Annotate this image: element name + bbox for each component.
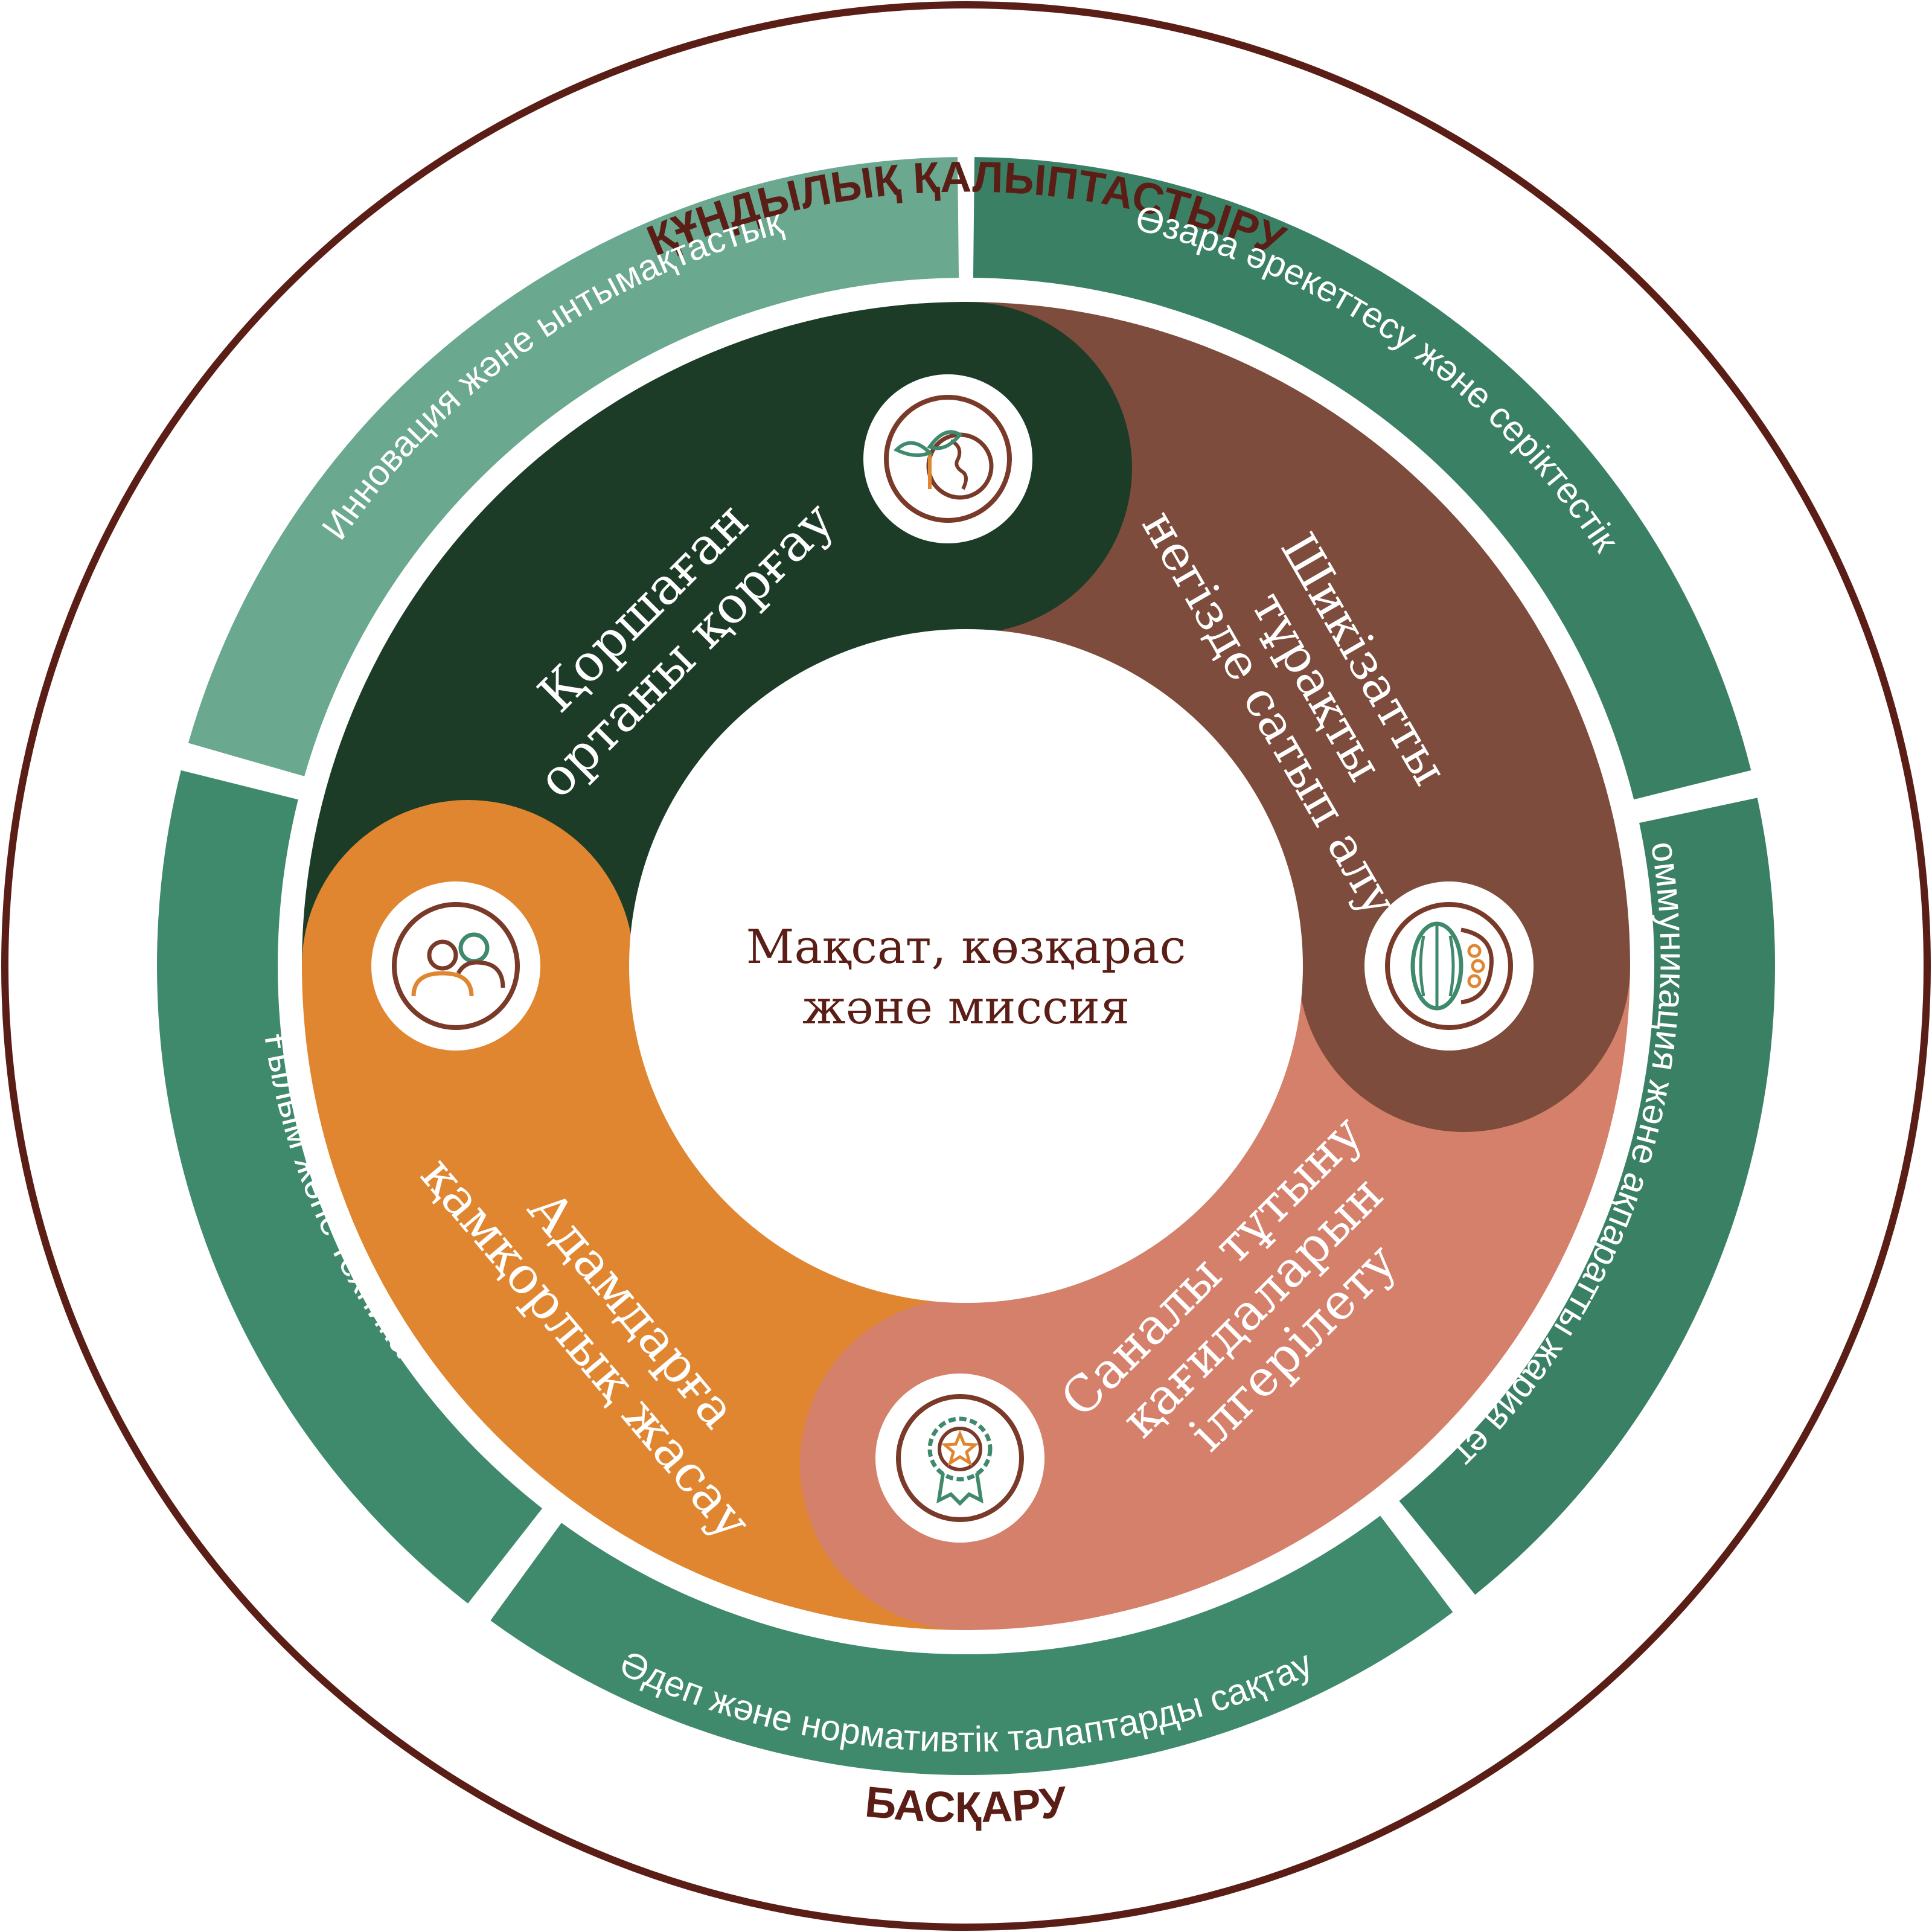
people-icon bbox=[411, 932, 505, 997]
segment-science bbox=[157, 770, 543, 1604]
center-title-line-1: Мақсат, көзқарас bbox=[746, 920, 1186, 974]
governance-label: БАСҚАРУ bbox=[863, 1777, 1070, 1832]
people-badge bbox=[371, 881, 540, 1051]
consumption-badge bbox=[875, 1374, 1044, 1543]
center-title-line-2: және миссия bbox=[802, 980, 1130, 1035]
sourcing-badge bbox=[1364, 881, 1534, 1051]
cocoa-pod-icon bbox=[1410, 921, 1494, 1011]
environment-badge bbox=[863, 374, 1032, 543]
award-star-icon bbox=[927, 1416, 993, 1506]
segment-interaction bbox=[973, 157, 1751, 800]
green-segment-ring bbox=[157, 157, 1776, 1776]
segment-innovation bbox=[188, 157, 959, 776]
plant-globe-icon bbox=[893, 430, 994, 500]
segment-communication bbox=[1399, 798, 1776, 1595]
center-circle bbox=[629, 629, 1303, 1303]
segment-ethics bbox=[490, 1515, 1453, 1776]
